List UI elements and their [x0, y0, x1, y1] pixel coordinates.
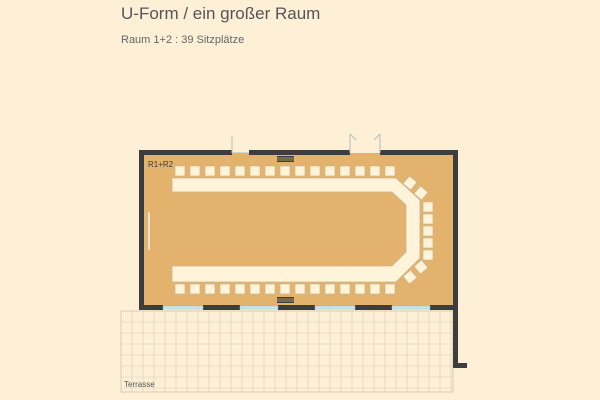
chair	[354, 165, 366, 177]
chair	[384, 165, 396, 177]
chair	[422, 237, 434, 249]
chair	[413, 259, 429, 275]
chair	[204, 165, 216, 177]
chair	[402, 175, 418, 191]
chair	[309, 165, 321, 177]
chair	[369, 283, 381, 295]
wall-right-foot	[453, 363, 467, 368]
wall-bottom-4	[355, 305, 392, 310]
chair	[249, 165, 261, 177]
window-3	[314, 305, 356, 310]
chair	[174, 165, 186, 177]
chair	[422, 225, 434, 237]
window-2	[239, 305, 279, 310]
door-right-leaf	[349, 133, 381, 141]
terrace-label: Terrasse	[124, 380, 155, 389]
wall-left	[139, 150, 144, 310]
terrace: Terrasse	[120, 310, 454, 393]
page-title: U-Form / ein großer Raum	[121, 4, 321, 23]
chair	[249, 283, 261, 295]
chair	[219, 283, 231, 295]
vent-lines	[277, 157, 294, 302]
chair	[264, 283, 276, 295]
chair	[422, 249, 434, 261]
vent-top	[277, 156, 294, 162]
vents	[277, 156, 294, 303]
chair	[279, 165, 291, 177]
doors	[231, 133, 381, 154]
walls	[139, 150, 467, 368]
terrace-grid	[120, 310, 453, 392]
vent-bottom	[277, 297, 294, 303]
chair	[174, 283, 186, 295]
wall-bottom-5	[430, 305, 455, 310]
chair	[422, 213, 434, 225]
chair	[384, 283, 396, 295]
door-right	[349, 134, 381, 153]
chair	[339, 283, 351, 295]
chair	[204, 283, 216, 295]
window-4	[391, 305, 431, 310]
wall-bottom-3	[278, 305, 315, 310]
chair	[324, 165, 336, 177]
room-label: R1+R2	[148, 160, 174, 169]
chair	[219, 165, 231, 177]
screen	[147, 211, 151, 251]
chair	[264, 165, 276, 177]
chair	[339, 165, 351, 177]
chair	[324, 283, 336, 295]
wall-bottom-2	[203, 305, 240, 310]
page-subtitle: Raum 1+2 : 39 Sitzplätze	[121, 34, 245, 46]
chair	[234, 283, 246, 295]
door-left	[231, 136, 249, 154]
chair	[279, 283, 291, 295]
wall-top-right	[380, 150, 458, 155]
terrace-area	[120, 310, 454, 393]
wall-top-left	[139, 150, 232, 155]
chair	[234, 165, 246, 177]
wall-bottom-1	[139, 305, 163, 310]
wall-top-middle	[249, 150, 350, 155]
chair	[413, 185, 429, 201]
u-table	[171, 177, 421, 283]
chair	[369, 165, 381, 177]
wall-right	[453, 150, 458, 368]
chair	[354, 283, 366, 295]
chair	[309, 283, 321, 295]
chair	[189, 165, 201, 177]
chair	[189, 283, 201, 295]
chairs	[174, 165, 434, 295]
chair	[294, 283, 306, 295]
chair	[294, 165, 306, 177]
chair	[422, 201, 434, 213]
windows	[162, 305, 431, 310]
chair	[402, 269, 418, 285]
window-1	[162, 305, 204, 310]
